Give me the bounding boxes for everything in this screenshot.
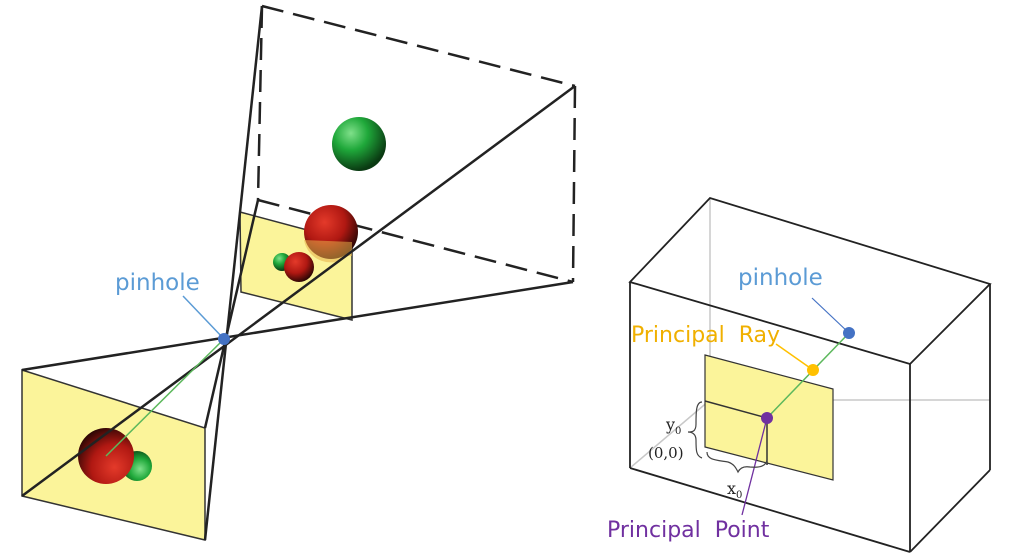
pinhole-label-left: pinhole bbox=[115, 270, 200, 296]
principal-ray-leader-line bbox=[775, 343, 814, 371]
right-camera-box-diagram: pinhole Principal Ray Principal Point y0… bbox=[607, 196, 992, 553]
virtual-red-sphere bbox=[284, 252, 314, 282]
principal-point-horizontal-guide bbox=[704, 400, 768, 419]
principal-ray-right bbox=[766, 332, 850, 419]
green-sphere bbox=[332, 117, 386, 171]
pinhole-leader-line bbox=[182, 295, 225, 340]
left-pinhole-diagram: pinhole bbox=[21, 4, 577, 541]
scene-frame-left-edge bbox=[256, 5, 264, 201]
pinhole-dot-right bbox=[843, 327, 855, 339]
principal-ray-dot bbox=[807, 364, 819, 376]
pinhole-label-right: pinhole bbox=[738, 265, 823, 291]
scene-frame-top-edge bbox=[261, 4, 576, 88]
pinhole-leader-line-right bbox=[811, 297, 850, 334]
principal-ray-left bbox=[105, 338, 225, 457]
pinhole-dot bbox=[218, 333, 230, 345]
ray-bottom-left bbox=[203, 199, 260, 429]
principal-ray-label: Principal Ray bbox=[631, 323, 780, 348]
y0-label: y0 bbox=[665, 415, 681, 437]
x0-brace bbox=[706, 451, 768, 474]
ray-top-left bbox=[203, 5, 264, 541]
principal-point-leader-line bbox=[741, 417, 768, 516]
principal-point-label: Principal Point bbox=[607, 518, 770, 543]
box-right-bottom-edge bbox=[909, 469, 991, 553]
box-front-bottom-edge bbox=[629, 467, 911, 553]
scene-frame-right-edge bbox=[571, 85, 577, 283]
origin-label: (0,0) bbox=[648, 444, 684, 462]
red-sphere-projection-overlap bbox=[304, 240, 352, 263]
x0-label: x0 bbox=[727, 479, 742, 501]
ray-top-right bbox=[21, 84, 576, 498]
y0-brace bbox=[687, 401, 703, 459]
principal-point-dot bbox=[761, 412, 773, 424]
ray-bottom-right bbox=[21, 280, 574, 372]
scene-frame-bottom-edge bbox=[257, 198, 574, 284]
